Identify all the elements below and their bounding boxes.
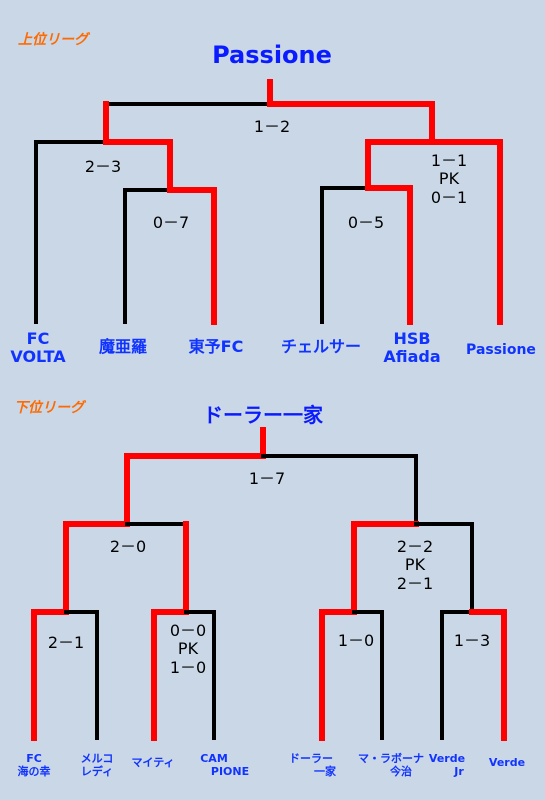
upper-semi-right-score: 1－1 PK 0－1 (430, 151, 468, 207)
lower-team-8: Verde (488, 756, 526, 769)
upper-final-score: 1－2 (253, 117, 291, 136)
lower-final-right (261, 454, 418, 526)
lower-r1-b-score: 0－0 PK 1－0 (169, 621, 207, 677)
lower-team-5: ドーラー一家 (289, 752, 336, 778)
lower-r1d-bar-b (469, 609, 507, 741)
upper-qf-right-score: 0－5 (347, 213, 385, 232)
upper-team-2: 魔亜羅 (98, 337, 148, 356)
upper-qf-right-bar-b (365, 185, 413, 325)
lower-team-3: マイティ (131, 756, 175, 769)
lower-r1-a-score: 2－1 (47, 633, 85, 652)
lower-r1a-bar-b (64, 610, 99, 740)
lower-semi-left-score: 2－0 (109, 537, 147, 556)
lower-r1-d-score: 1－3 (453, 631, 491, 650)
upper-champion: Passione (212, 41, 332, 69)
upper-final-right (267, 101, 435, 145)
upper-qf-left-score: 0－7 (152, 213, 190, 232)
lower-team-2: メルコレディ (80, 752, 114, 778)
lower-league-title: 下位リーグ (14, 400, 84, 416)
lower-r1-c-score: 1－0 (337, 631, 375, 650)
lower-r1c-bar-b (352, 610, 384, 740)
upper-semi-left-bar-b (103, 139, 173, 193)
upper-qf-left-bar-b (167, 187, 217, 325)
upper-team-4: チェルサー (280, 337, 362, 356)
lower-final-score: 1－7 (248, 469, 286, 488)
upper-team-3: 東予FC (188, 337, 244, 356)
upper-league-title: 上位リーグ (18, 32, 88, 48)
lower-champion: ドーラー一家 (203, 403, 323, 427)
lower-semi-right-bar-b (414, 522, 474, 614)
lower-r1b-bar-b (184, 610, 216, 740)
lower-team-6: マ・ラボーナ今治 (358, 752, 424, 778)
upper-semi-left-score: 2－3 (84, 157, 122, 176)
upper-team-6: Passione (466, 342, 536, 358)
lower-semi-right-score: 2－2 PK 2－1 (396, 537, 434, 593)
